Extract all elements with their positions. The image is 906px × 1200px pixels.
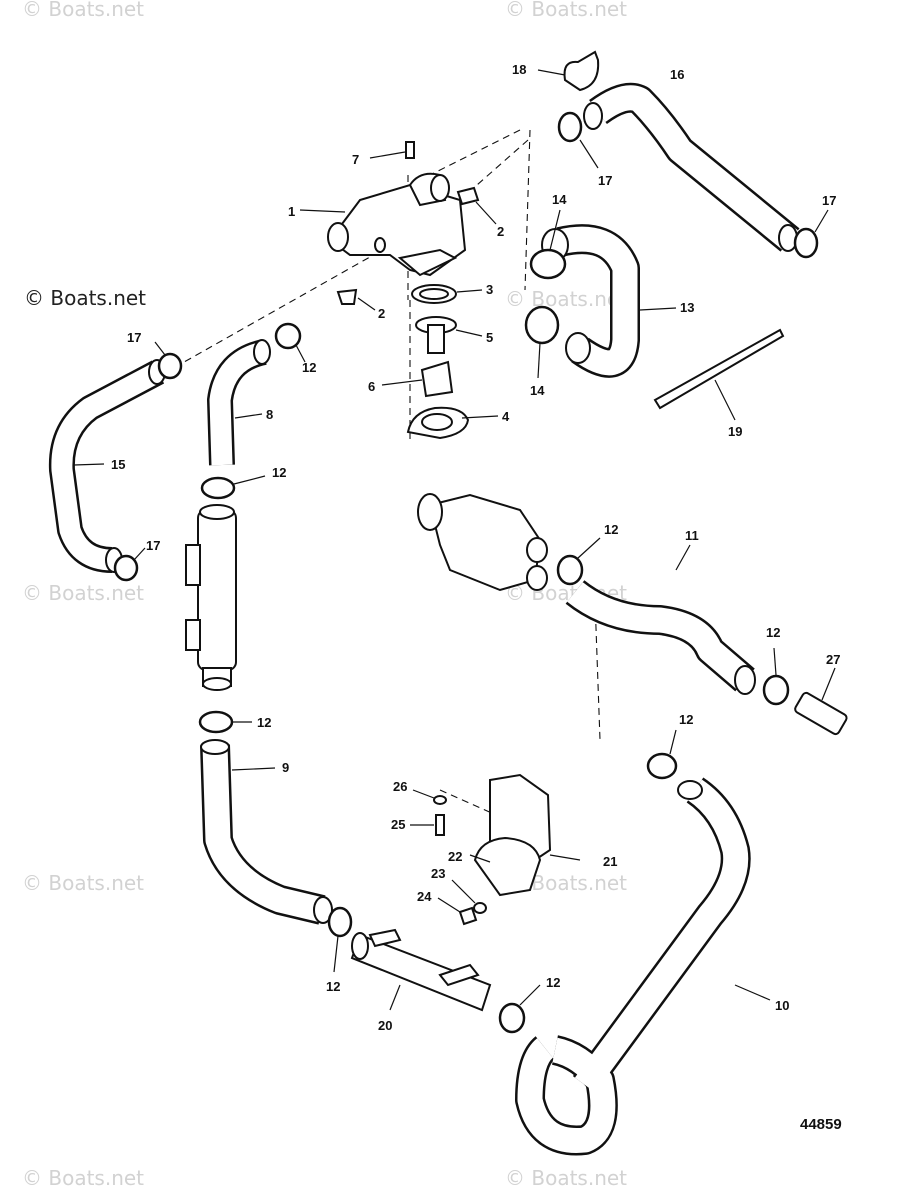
clamp-17-top [557, 111, 599, 169]
callout-12: 12 [326, 979, 340, 994]
callout-25: 25 [391, 817, 405, 832]
clamp-14-upper [529, 209, 567, 280]
watermark: © Boats.net [505, 1166, 627, 1190]
hose-8 [207, 339, 271, 466]
clamp-12-mid [200, 475, 266, 500]
callout-11: 11 [685, 528, 699, 543]
nut-24 [437, 897, 478, 926]
callout-12: 12 [546, 975, 560, 990]
callout-14: 14 [552, 192, 567, 207]
hose-16 [583, 82, 800, 252]
callout-24: 24 [417, 889, 432, 904]
plug-2-upper [456, 186, 497, 225]
gasket-4 [406, 406, 499, 440]
callout-17: 17 [822, 193, 836, 208]
gasket-3 [411, 284, 483, 304]
callout-12: 12 [766, 625, 780, 640]
callout-5: 5 [486, 330, 493, 345]
clamp-17-left-bottom [113, 547, 146, 582]
callout-4: 4 [502, 409, 510, 424]
watermark: © Boats.net [22, 0, 144, 21]
callout-26: 26 [393, 779, 407, 794]
bracket-21 [469, 773, 581, 897]
callout-18: 18 [512, 62, 526, 77]
bolt-7 [369, 141, 415, 159]
callout-14: 14 [530, 383, 545, 398]
watermark: © Boats.net [22, 1166, 144, 1190]
callout-19: 19 [728, 424, 742, 439]
callout-8: 8 [266, 407, 273, 422]
clamp-17-left-top [154, 341, 183, 380]
hose-10 [515, 777, 771, 1156]
callout-12: 12 [272, 465, 286, 480]
fitting-27 [794, 667, 848, 736]
watermark: © Boats.net [22, 871, 144, 895]
callout-1: 1 [288, 204, 295, 219]
thermostat-5 [415, 316, 483, 354]
watermarks: © Boats.net © Boats.net © Boats.net © Bo… [22, 0, 627, 1190]
clamp-18 [537, 50, 600, 92]
callout-12: 12 [257, 715, 271, 730]
watermark: © Boats.net [22, 581, 144, 605]
clamp-12-hose9-end [327, 906, 353, 973]
callout-27: 27 [826, 652, 840, 667]
part-20 [350, 928, 492, 1012]
washer-26 [412, 789, 447, 805]
callout-13: 13 [680, 300, 694, 315]
water-pump [417, 493, 548, 592]
callout-20: 20 [378, 1018, 392, 1033]
bolt-25 [410, 814, 445, 836]
heat-exchanger [185, 504, 237, 691]
clamp-12-hose10-top [646, 729, 678, 780]
callout-12: 12 [679, 712, 693, 727]
callout-17: 17 [146, 538, 160, 553]
document-number: 44859 [800, 1116, 842, 1133]
hose-13 [541, 224, 677, 378]
watermark: © Boats.net [505, 0, 627, 21]
callout-16: 16 [670, 67, 684, 82]
callout-10: 10 [775, 998, 789, 1013]
hose-15 [48, 359, 166, 573]
callout-12: 12 [604, 522, 618, 537]
clamp-12-hose11-end [762, 647, 790, 706]
thermostat-housing [299, 172, 467, 277]
callout-17: 17 [598, 173, 612, 188]
clamp-12-upper [274, 322, 306, 363]
sleeve-6 [381, 360, 454, 398]
cable-tie-19 [653, 328, 785, 421]
watermark: © Boats.net [505, 287, 627, 311]
callout-6: 6 [368, 379, 375, 394]
hose-9 [200, 739, 333, 925]
callout-15: 15 [111, 457, 125, 472]
callout-22: 22 [448, 849, 462, 864]
clamp-12-lower-left [198, 710, 252, 734]
copyright-notice: © Boats.net [24, 286, 146, 310]
callout-3: 3 [486, 282, 493, 297]
callout-2: 2 [378, 306, 385, 321]
hose-11 [565, 544, 756, 695]
callout-17: 17 [127, 330, 141, 345]
clamp-14-lower [524, 305, 560, 379]
callout-2: 2 [497, 224, 504, 239]
clamp-12-part20 [498, 984, 541, 1034]
callout-12: 12 [302, 360, 316, 375]
washer-23 [451, 879, 487, 914]
callout-9: 9 [282, 760, 289, 775]
clamp-17-right [793, 209, 829, 259]
clamp-12-pump [556, 537, 601, 586]
callout-7: 7 [352, 152, 359, 167]
callout-23: 23 [431, 866, 445, 881]
plug-2-lower [336, 288, 376, 311]
callout-labels: 1 2 2 3 4 5 6 7 8 9 10 11 12 12 12 12 12… [111, 62, 840, 1033]
callout-21: 21 [603, 854, 617, 869]
